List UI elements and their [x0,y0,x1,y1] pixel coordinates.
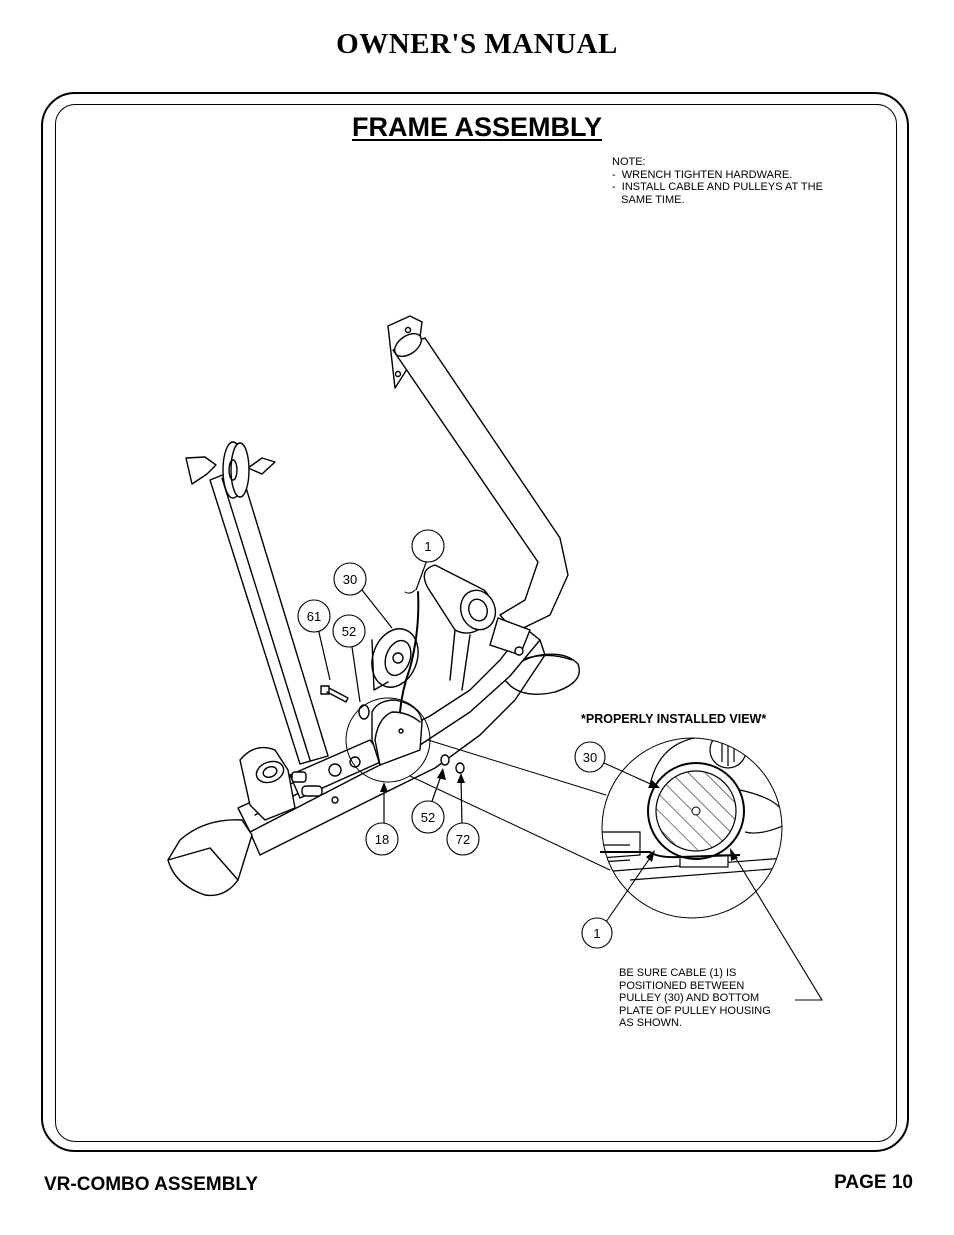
detail-callout-1: 1 [593,926,600,941]
callout-30: 30 [343,572,357,587]
detail-reference-circle [345,697,431,783]
cable-note-line: PLATE OF PULLEY HOUSING [619,1004,771,1017]
washer-52-bottom [440,754,450,766]
cable-note-line: PULLEY (30) AND BOTTOM [619,992,760,1004]
properly-installed-detail-view [600,737,783,919]
curved-handle-bar [387,315,569,633]
callout-52-bottom: 52 [421,810,435,825]
page-border-inner [55,104,897,1142]
detail-callout-30: 30 [583,750,597,765]
manual-title: OWNER'S MANUAL [336,28,618,60]
section-title: FRAME ASSEMBLY [0,112,954,143]
detail-cable-1 [600,851,741,859]
section-title-text: FRAME ASSEMBLY [351,112,603,142]
callout-72: 72 [456,832,470,847]
cable-1 [399,591,420,713]
note-line: - INSTALL CABLE AND PULLEYS AT THE [612,181,823,193]
note-line: - WRENCH TIGHTEN HARDWARE. [612,168,793,181]
cable-position-note: BE SURE CABLE (1) IS POSITIONED BETWEEN … [619,967,771,1030]
detail-view-title: *PROPERLY INSTALLED VIEW* [581,712,767,726]
assembly-note: NOTE: - WRENCH TIGHTEN HARDWARE. - INSTA… [612,156,823,206]
footer-page-number: PAGE 10 [834,1172,913,1193]
front-foot-plate [167,819,253,897]
roller-tube [423,564,531,691]
pulley-30 [371,628,419,691]
callout-1: 1 [424,539,431,554]
pulley-housing [371,699,423,766]
callout-52-top: 52 [342,624,356,639]
footer-assembly-name: VR-COMBO ASSEMBLY [44,1174,258,1195]
cable-note-line: AS SHOWN. [619,1017,682,1029]
front-upright-bracket [239,746,296,821]
note-line: SAME TIME. [612,193,685,206]
bolt-61 [320,685,349,703]
cable-note-line: BE SURE CABLE (1) IS [619,967,737,979]
nut-72 [455,762,465,774]
note-line: NOTE: [612,156,646,168]
rear-upright-post [185,441,329,765]
washer-52-top [358,704,370,720]
cable-note-line: POSITIONED BETWEEN [619,979,745,992]
page-border-outer [41,92,909,1152]
callout-18: 18 [375,832,389,847]
callout-61: 61 [307,609,321,624]
